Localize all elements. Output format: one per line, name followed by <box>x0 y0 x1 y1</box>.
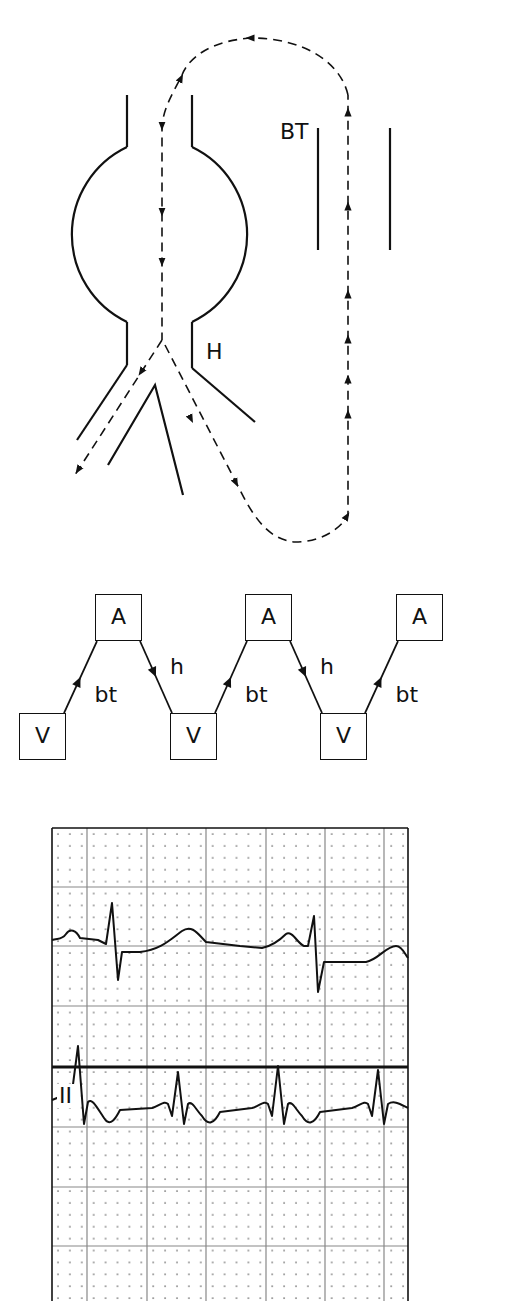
chamber-label: A <box>111 605 126 629</box>
pathway-label: h <box>318 655 336 679</box>
part-label: II <box>57 1084 74 1108</box>
chamber-box: A <box>396 594 443 641</box>
chamber-label: A <box>412 605 427 629</box>
chamber-box: A <box>245 594 292 641</box>
pathway-label: bt <box>243 683 270 707</box>
pathway-label: bt <box>394 683 421 707</box>
pathway-label: h <box>168 655 186 679</box>
chamber-label: A <box>261 605 276 629</box>
chamber-label: V <box>336 724 351 748</box>
pathway-label: bt <box>93 683 120 707</box>
chamber-box: A <box>95 594 142 641</box>
chamber-box: V <box>19 713 66 760</box>
part-label: H <box>204 340 225 364</box>
chamber-label: V <box>186 724 201 748</box>
heart-illustration <box>0 0 517 560</box>
part-label: BT <box>278 120 311 144</box>
chamber-box: V <box>170 713 217 760</box>
chamber-box: V <box>320 713 367 760</box>
chamber-label: V <box>35 724 50 748</box>
